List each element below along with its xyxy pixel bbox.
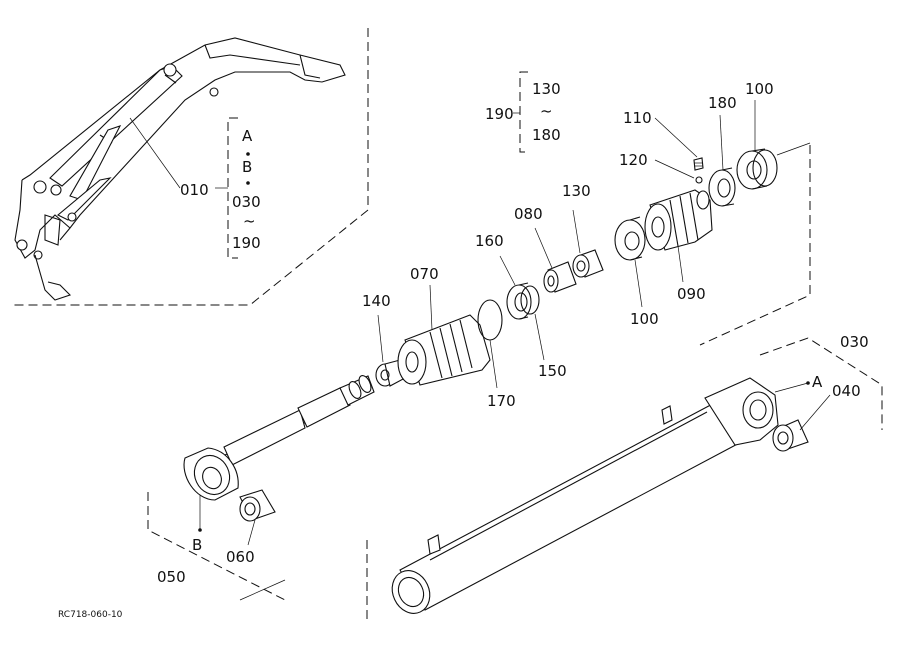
label-170: 170: [487, 392, 516, 410]
drawing-number: RC718-060-10: [58, 610, 123, 620]
boom-arm: [21, 37, 346, 241]
boom-inset: [12, 28, 369, 306]
bracket-050: [147, 492, 286, 601]
range-label-tilde: ~: [243, 212, 256, 230]
label-080: 080: [514, 205, 543, 223]
part-180-upper: [708, 114, 736, 207]
piston-rod: [183, 375, 375, 532]
label-050: 050: [157, 568, 186, 586]
range-label-a: A: [242, 127, 253, 145]
label-040: 040: [832, 382, 861, 400]
part-160-150: [499, 255, 545, 361]
part-140: [375, 314, 406, 387]
bushing-040: [772, 394, 831, 452]
label-120: 120: [619, 151, 648, 169]
label-150: 150: [538, 362, 567, 380]
range-bracket-190: [513, 71, 528, 153]
part-070: [397, 284, 491, 386]
inset-range-bracket: [215, 117, 250, 259]
range-label-030: 030: [232, 193, 261, 211]
range-label-b: B: [242, 158, 252, 176]
label-range-tilde: ~: [540, 102, 553, 120]
inset-border: [12, 28, 369, 306]
label-100-upper: 100: [745, 80, 774, 98]
label-190: 190: [485, 105, 514, 123]
part-100-upper: [736, 100, 778, 190]
label-090: 090: [677, 285, 706, 303]
boom-cylinder: [49, 65, 183, 187]
label-140: 140: [362, 292, 391, 310]
part-100-lower: [614, 216, 646, 308]
label-130-lower: 130: [562, 182, 591, 200]
point-label-b: B: [192, 536, 202, 554]
exploded-frame: [699, 142, 811, 346]
label-060: 060: [226, 548, 255, 566]
part-170: [477, 299, 503, 389]
part-090: [644, 189, 713, 283]
label-070: 070: [410, 265, 439, 283]
point-label-a: A: [812, 373, 823, 391]
label-130-upper: 130: [532, 80, 561, 98]
label-180-upper: 180: [708, 94, 737, 112]
part-130-lower: [572, 209, 604, 278]
label-100-lower: 100: [630, 310, 659, 328]
label-010: 010: [180, 181, 209, 199]
cylinder-tube: [391, 377, 810, 614]
range-label-190: 190: [232, 234, 261, 252]
label-030: 030: [840, 333, 869, 351]
label-110: 110: [623, 109, 652, 127]
bushing-060: [239, 489, 276, 546]
part-080: [534, 227, 577, 293]
bracket-030: [366, 337, 883, 620]
label-160: 160: [475, 232, 504, 250]
part-110-120: [654, 117, 704, 184]
labels: 010 030 040 050 060 070 080 090 100 100 …: [58, 80, 869, 620]
label-180-range: 180: [532, 126, 561, 144]
